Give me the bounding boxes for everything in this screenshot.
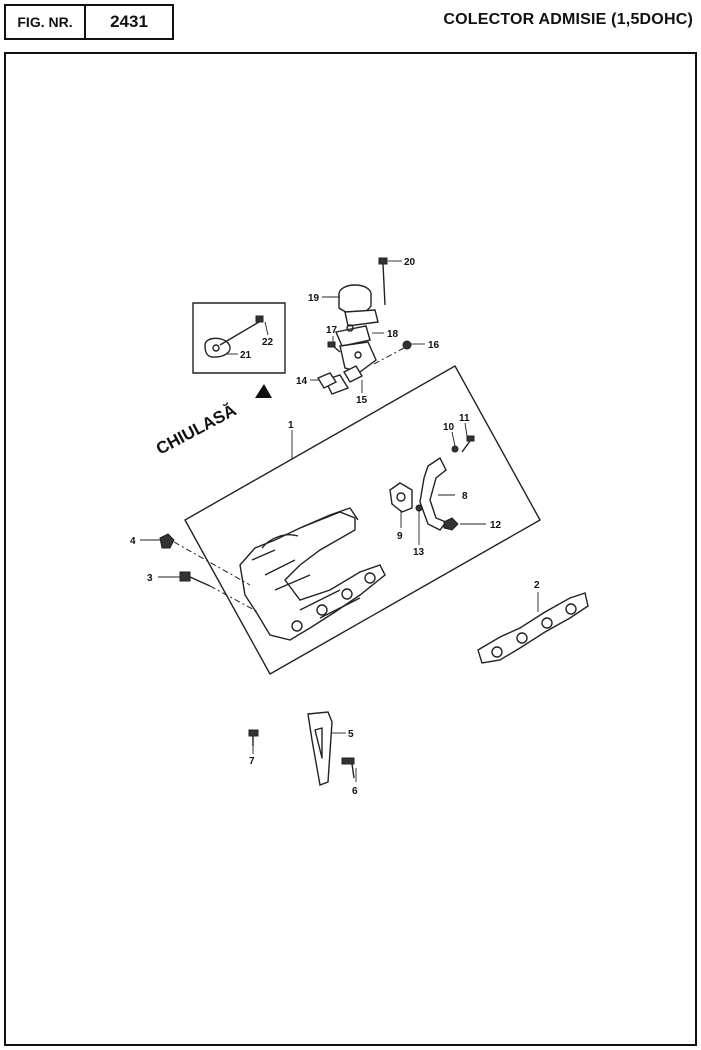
callout-8: 8 (462, 491, 468, 502)
bolt-22 (219, 315, 264, 346)
callout-15: 15 (356, 395, 368, 406)
callout-21: 21 (240, 350, 252, 361)
figure-number-label: FIG. NR. (6, 6, 86, 38)
washer-10 (451, 445, 459, 453)
gasket-14 (316, 372, 338, 389)
bolt-17 (327, 341, 341, 353)
callout-18: 18 (387, 329, 399, 340)
callout-13: 13 (413, 547, 425, 558)
inset-box-21-22 (192, 302, 286, 374)
bolt-7 (248, 729, 259, 746)
head-label: CHIULASĂ (153, 401, 239, 459)
callout-9: 9 (397, 531, 403, 542)
diagram-frame (4, 52, 697, 1046)
intake-manifold (239, 507, 386, 641)
callout-16: 16 (428, 340, 440, 351)
figure-number-value: 2431 (110, 12, 148, 31)
bolt-3 (179, 571, 211, 587)
nut-12 (443, 517, 459, 531)
callout-6: 6 (352, 786, 358, 797)
figure-number-box: FIG. NR. 2431 (4, 4, 174, 40)
nut-16 (402, 340, 412, 350)
callout-10: 10 (443, 422, 455, 433)
nut-4 (159, 533, 175, 549)
bolt-11 (461, 435, 475, 453)
gasket-15 (343, 365, 363, 383)
callout-3: 3 (147, 573, 153, 584)
callout-12: 12 (490, 520, 502, 531)
bolt-6 (341, 757, 355, 779)
manifold-inset-frame (184, 365, 541, 675)
pipe-8 (419, 456, 448, 531)
callout-19: 19 (308, 293, 320, 304)
callout-22: 22 (262, 337, 274, 348)
callout-11: 11 (459, 413, 470, 424)
callout-5: 5 (348, 729, 354, 740)
callout-14: 14 (296, 376, 308, 387)
callout-17: 17 (326, 325, 338, 336)
head-direction-arrow (255, 384, 272, 398)
page-title: COLECTOR ADMISIE (1,5DOHC) (443, 11, 693, 28)
callout-20: 20 (404, 257, 416, 268)
callout-2: 2 (534, 580, 540, 591)
washer-13 (415, 504, 423, 512)
callout-7: 7 (249, 756, 255, 767)
manifold-gasket (477, 592, 589, 664)
gasket-9 (389, 482, 413, 513)
bracket-5 (307, 711, 333, 786)
callout-4: 4 (130, 536, 136, 547)
bolt-20 (378, 257, 388, 306)
leader-lines (140, 260, 539, 782)
callout-1: 1 (288, 420, 294, 431)
